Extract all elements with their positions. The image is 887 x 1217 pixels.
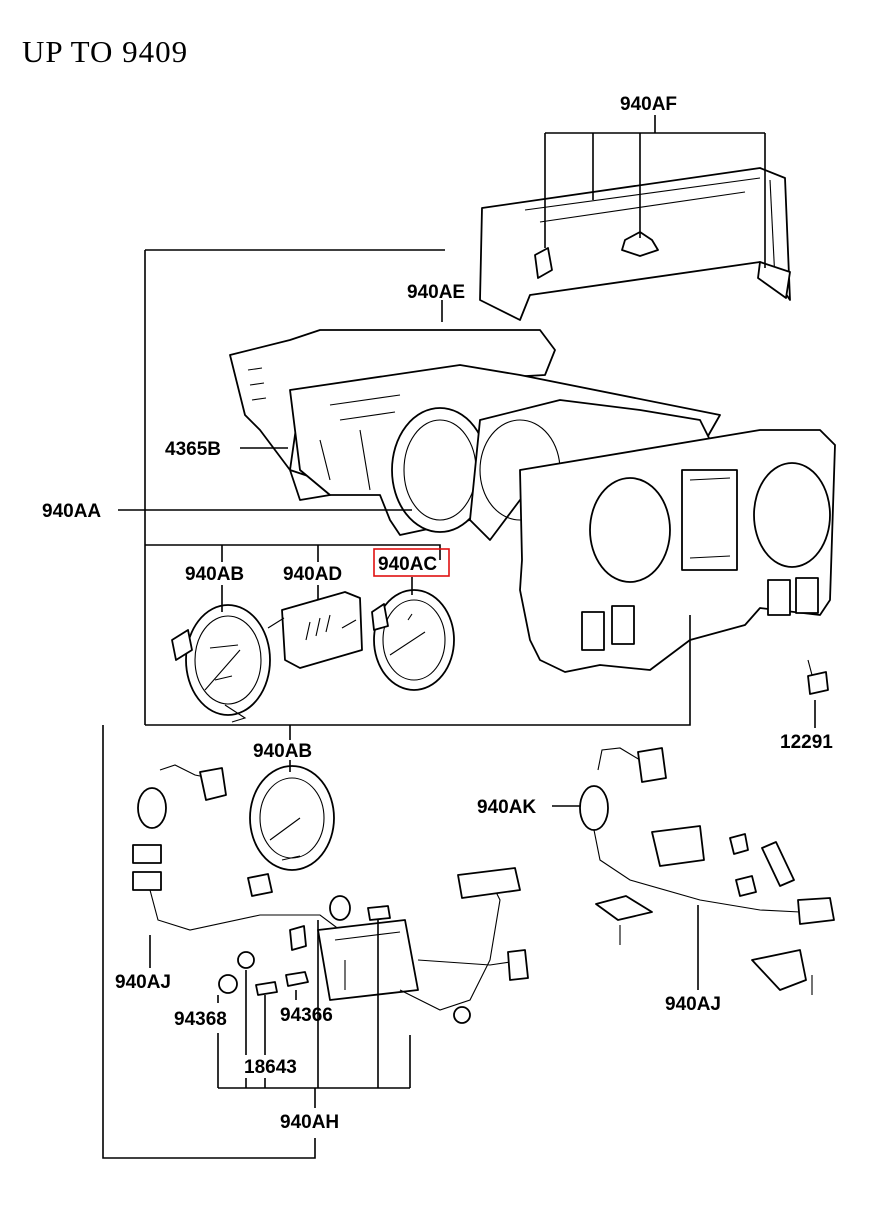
callout-18643: 18643 (244, 1057, 297, 1078)
bezel-center-window (681, 469, 738, 571)
tachometer-art (371, 589, 455, 691)
speedo-cable-assembly-art (132, 764, 529, 1024)
callout-940AC: 940AC (378, 554, 437, 575)
speedometer-art (171, 604, 271, 723)
callout-940AF: 940AF (620, 94, 677, 115)
callout-940AH: 940AH (280, 1112, 339, 1133)
bezel-gauge-left (589, 477, 671, 583)
callout-940AB-mid: 940AB (253, 741, 312, 762)
fuel-temp-gauge-art (267, 591, 363, 669)
callout-940AJ-left: 940AJ (115, 972, 171, 993)
callout-labels: 940AF 940AE 4365B 940AA 940AB 940AD 940A… (42, 94, 833, 1133)
callout-940AK: 940AK (477, 797, 536, 818)
callout-94366: 94366 (280, 1005, 333, 1026)
callout-4365B: 4365B (165, 439, 221, 460)
page-title: UP TO 9409 (22, 34, 188, 69)
callout-940AC-highlight-box (373, 548, 450, 577)
visor-cover-art (479, 167, 791, 321)
bezel-gauge-right (753, 462, 831, 568)
callout-940AE: 940AE (407, 282, 465, 303)
callout-940AA: 940AA (42, 501, 101, 522)
right-harness-assembly-art (579, 659, 835, 995)
callout-94368: 94368 (174, 1009, 227, 1030)
callout-940AJ-right: 940AJ (665, 994, 721, 1015)
callout-940AD: 940AD (283, 564, 342, 585)
front-bezel-art (519, 429, 836, 673)
leader-lines (102, 115, 816, 1159)
callout-940AB-top: 940AB (185, 564, 244, 585)
callout-12291: 12291 (780, 732, 833, 753)
